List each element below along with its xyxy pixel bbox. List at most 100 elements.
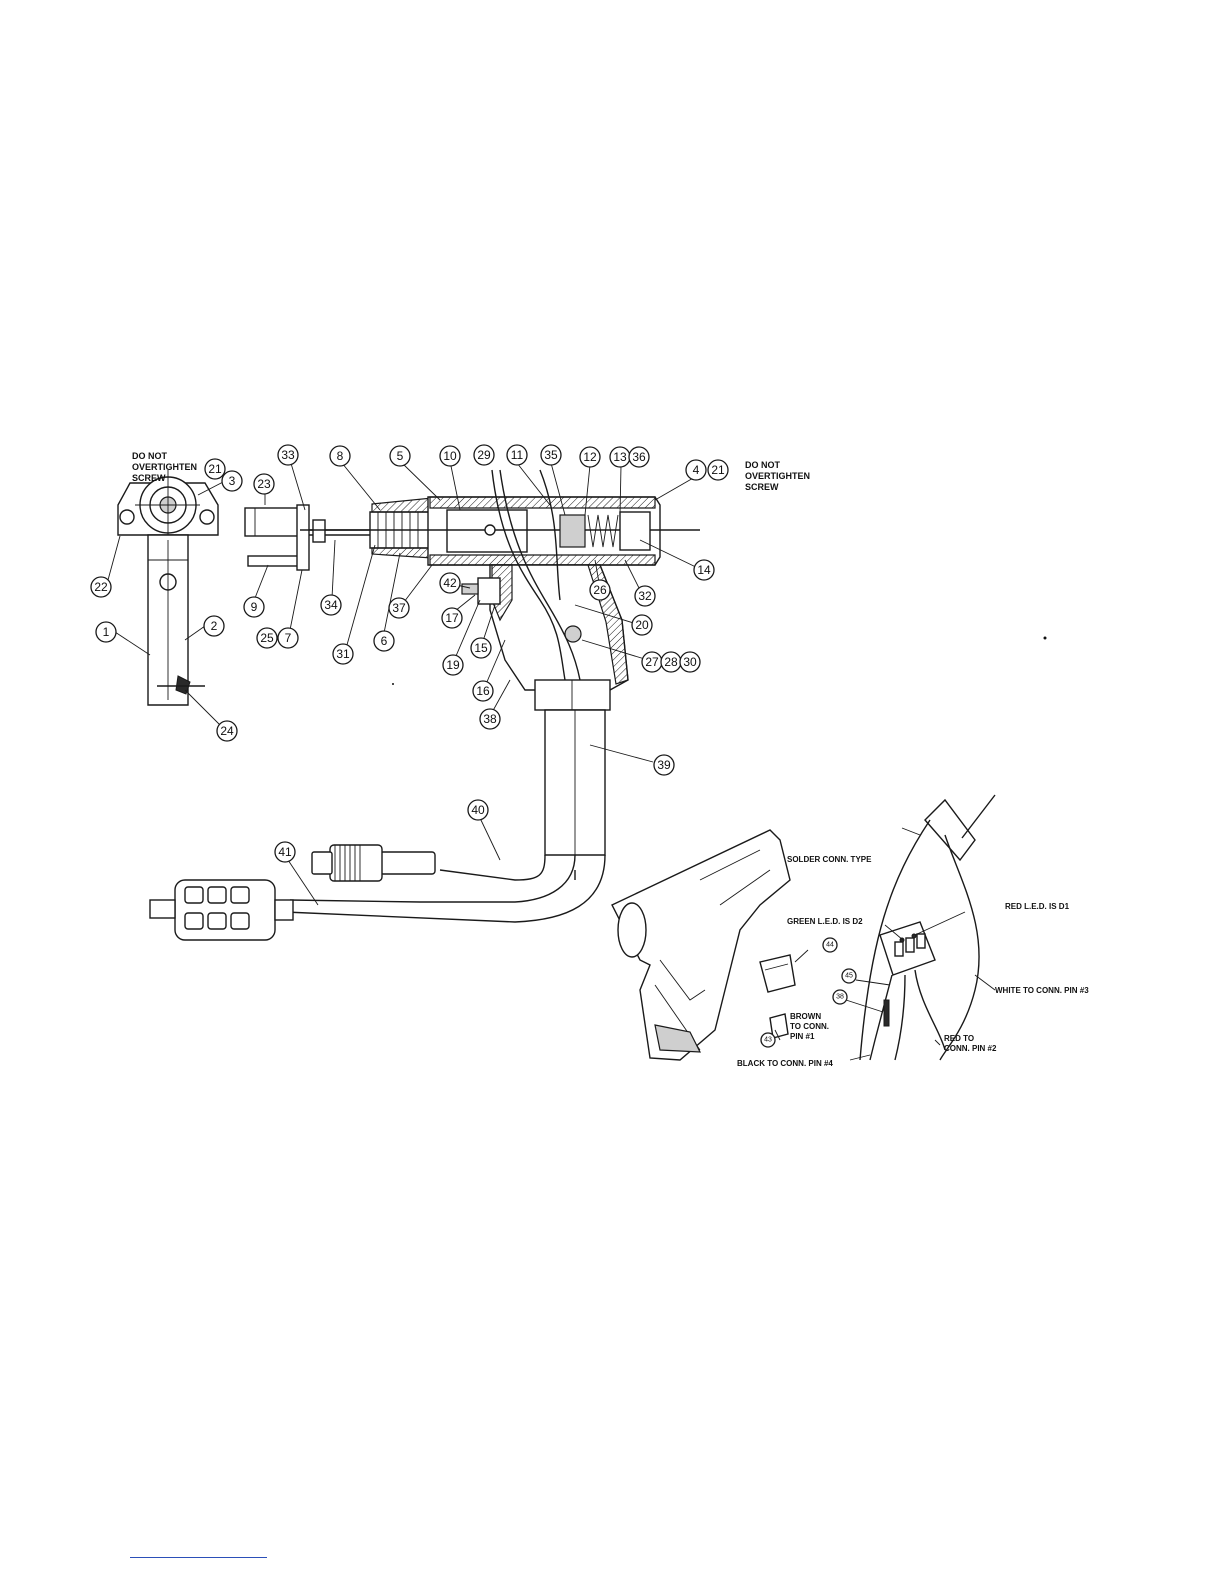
- callout-42: 42: [439, 572, 461, 594]
- svg-text:40: 40: [471, 803, 485, 817]
- callout-21-right: 21: [707, 459, 729, 481]
- callout-8: 8: [329, 445, 351, 467]
- svg-text:4: 4: [693, 463, 700, 477]
- callout-29: 29: [473, 444, 495, 466]
- svg-text:38: 38: [836, 994, 844, 1001]
- trigger-switch-detail: [759, 794, 996, 1061]
- callout-31: 31: [332, 643, 354, 665]
- svg-text:32: 32: [638, 589, 652, 603]
- svg-text:15: 15: [474, 641, 488, 655]
- svg-text:8: 8: [337, 449, 344, 463]
- svg-text:21: 21: [208, 462, 222, 476]
- callout-32: 32: [634, 585, 656, 607]
- callout-39: 39: [653, 754, 675, 776]
- callout-35: 35: [540, 444, 562, 466]
- callout-12: 12: [579, 446, 601, 468]
- callout-36: 36: [628, 446, 650, 468]
- callout-9: 9: [243, 596, 265, 618]
- svg-text:39: 39: [657, 758, 671, 772]
- svg-text:27: 27: [645, 655, 659, 669]
- callout-1: 1: [95, 621, 117, 643]
- svg-text:42: 42: [443, 576, 457, 590]
- callout-3: 3: [221, 470, 243, 492]
- callout-14: 14: [693, 559, 715, 581]
- svg-text:6: 6: [381, 634, 388, 648]
- callout-44: 44: [822, 937, 838, 953]
- svg-text:36: 36: [632, 450, 646, 464]
- svg-text:16: 16: [476, 684, 490, 698]
- white-wire-label: WHITE TO CONN. PIN #3: [995, 986, 1089, 995]
- svg-text:23: 23: [257, 477, 271, 491]
- callout-16: 16: [472, 680, 494, 702]
- callout-24: 24: [216, 720, 238, 742]
- callout-34: 34: [320, 594, 342, 616]
- warning-note-left: DO NOT OVERTIGHTEN SCREW: [132, 451, 198, 483]
- callout-21-left: 21: [204, 458, 226, 480]
- solder-conn-type-label: SOLDER CONN. TYPE: [787, 855, 872, 864]
- svg-text:33: 33: [281, 448, 295, 462]
- callout-23: 23: [253, 473, 275, 495]
- svg-text:31: 31: [336, 647, 350, 661]
- svg-text:43: 43: [764, 1037, 772, 1044]
- svg-text:12: 12: [583, 450, 597, 464]
- callout-15: 15: [470, 637, 492, 659]
- callout-13: 13: [609, 446, 631, 468]
- svg-text:10: 10: [443, 449, 457, 463]
- callout-28: 28: [660, 651, 682, 673]
- warning-note-right: DO NOT OVERTIGHTEN SCREW: [745, 460, 811, 492]
- handle-shell-detail: [611, 829, 791, 1061]
- svg-text:44: 44: [826, 942, 834, 949]
- collet-parts: [244, 504, 380, 571]
- svg-text:34: 34: [324, 598, 338, 612]
- callout-40: 40: [467, 799, 489, 821]
- callout-11: 11: [506, 444, 528, 466]
- callout-17: 17: [441, 607, 463, 629]
- leader-lines: [107, 459, 996, 1061]
- callout-20: 20: [631, 614, 653, 636]
- svg-text:17: 17: [445, 611, 459, 625]
- callout-27: 27: [641, 651, 663, 673]
- green-led-label: GREEN L.E.D. IS D2: [787, 917, 863, 926]
- callout-2: 2: [203, 615, 225, 637]
- svg-text:30: 30: [683, 655, 697, 669]
- brown-wire-label: BROWN TO CONN. PIN #1: [790, 1012, 829, 1041]
- svg-text:5: 5: [397, 449, 404, 463]
- svg-text:24: 24: [220, 724, 234, 738]
- svg-text:3: 3: [229, 474, 236, 488]
- callout-33: 33: [277, 444, 299, 466]
- footnote-rule: [130, 1557, 267, 1558]
- svg-text:28: 28: [664, 655, 678, 669]
- svg-text:29: 29: [477, 448, 491, 462]
- svg-text:25: 25: [260, 631, 274, 645]
- callout-30: 30: [679, 651, 701, 673]
- svg-text:1: 1: [103, 625, 110, 639]
- svg-text:26: 26: [593, 583, 607, 597]
- callout-6: 6: [373, 630, 395, 652]
- cable-assembly: [149, 844, 606, 941]
- svg-text:35: 35: [544, 448, 558, 462]
- callout-25: 25: [256, 627, 278, 649]
- callout-38: 38: [479, 708, 501, 730]
- svg-text:22: 22: [94, 580, 108, 594]
- svg-text:19: 19: [446, 658, 460, 672]
- callout-10: 10: [439, 445, 461, 467]
- callout-43: 43: [760, 1032, 776, 1048]
- svg-text:21: 21: [711, 463, 725, 477]
- svg-text:20: 20: [635, 618, 649, 632]
- svg-text:14: 14: [697, 563, 711, 577]
- svg-text:7: 7: [285, 631, 292, 645]
- callout-5: 5: [389, 445, 411, 467]
- callout-38-detail: 38: [832, 989, 848, 1005]
- callout-7: 7: [277, 627, 299, 649]
- red-led-label: RED L.E.D. IS D1: [1005, 902, 1070, 911]
- svg-text:11: 11: [511, 448, 524, 462]
- callout-26: 26: [589, 579, 611, 601]
- callout-22: 22: [90, 576, 112, 598]
- callout-37: 37: [388, 597, 410, 619]
- gun-body-section: [300, 469, 700, 856]
- svg-text:41: 41: [278, 845, 292, 859]
- svg-text:2: 2: [211, 619, 218, 633]
- svg-text:45: 45: [845, 973, 853, 980]
